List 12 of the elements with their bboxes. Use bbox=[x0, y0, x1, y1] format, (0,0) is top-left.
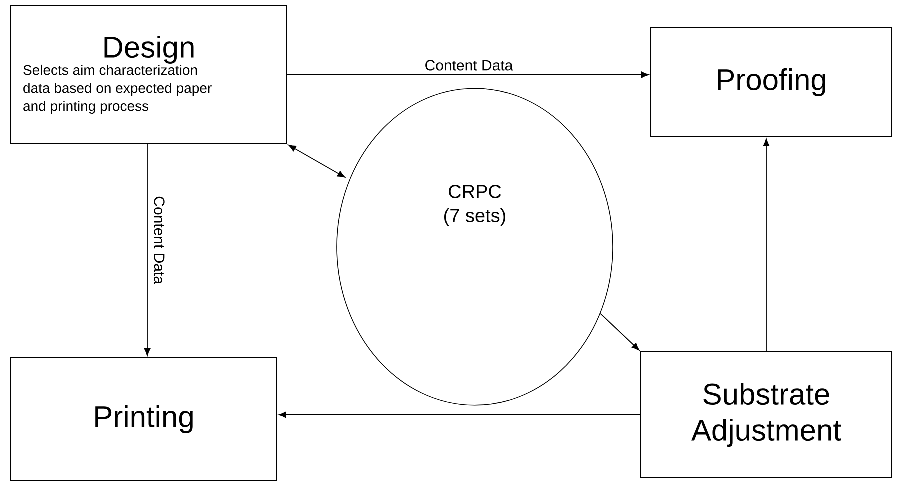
arrow bbox=[763, 138, 770, 352]
edge-label: Content Data bbox=[153, 195, 166, 286]
arrow bbox=[288, 144, 346, 178]
process-box: Proofing bbox=[650, 28, 892, 138]
process-box: Printing bbox=[10, 358, 278, 482]
arrow bbox=[144, 144, 151, 356]
arrow bbox=[600, 313, 640, 351]
edge-label: Content Data bbox=[424, 59, 514, 72]
arrow bbox=[287, 72, 650, 78]
design-box: Design Selects aim characterization data based on expected paper and printing process bbox=[10, 6, 288, 144]
process-box: Substrate Adjustment bbox=[640, 352, 892, 478]
arrow bbox=[278, 412, 641, 418]
